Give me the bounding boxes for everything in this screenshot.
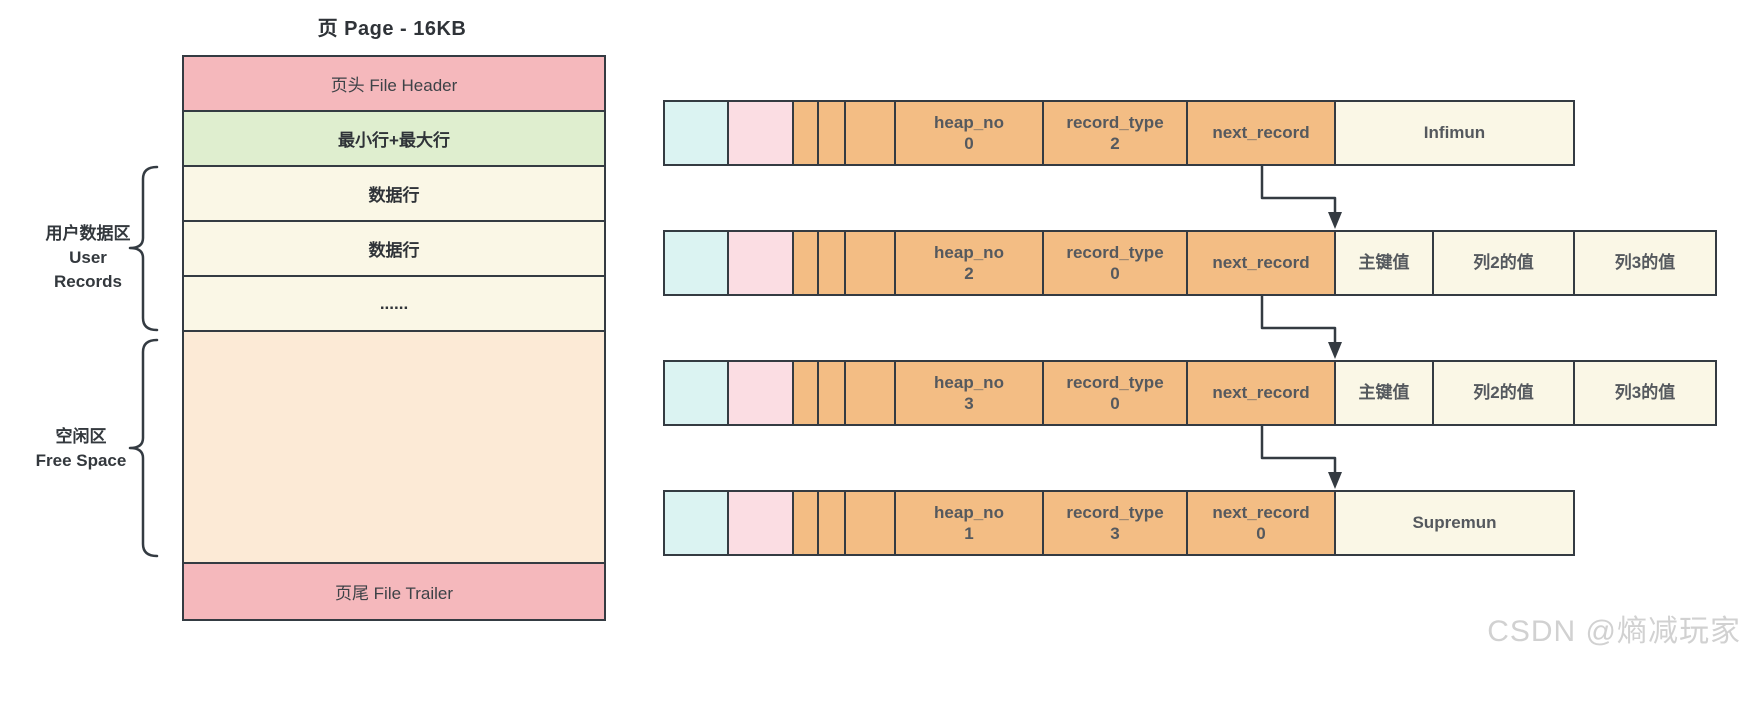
heap-no-label: heap_no: [934, 372, 1004, 392]
record-row-infimum: heap_no 0 record_type 2 next_record Infi…: [663, 100, 1575, 166]
free-space-label-cn: 空闲区: [55, 427, 107, 446]
record-cell-pink: [727, 100, 794, 166]
record-row-supremum: heap_no 1 record_type 3 next_record 0 Su…: [663, 490, 1575, 556]
heap-no-value: 2: [964, 264, 974, 283]
record-content-value: Infimun: [1423, 123, 1486, 143]
csdn-watermark: CSDN @熵减玩家: [1487, 615, 1741, 648]
column2-value: 列2的值: [1473, 383, 1534, 403]
next-record-label: next_record: [1212, 383, 1310, 403]
record-cell-heap-no: heap_no 1: [894, 490, 1044, 556]
record-cell-cyan: [663, 230, 729, 296]
column3-value: 列3的值: [1614, 253, 1676, 273]
record-cell-heap-no: heap_no 0: [894, 100, 1044, 166]
user-records-label: 用户数据区 User Records: [33, 222, 143, 293]
record-cell-small-3: [844, 100, 896, 166]
page-section-data-row-2: 数据行: [184, 222, 604, 277]
record-cell-cyan: [663, 360, 729, 426]
record-cell-small-1: [792, 490, 819, 556]
record-cell-pink: [727, 230, 794, 296]
user-records-label-en: User Records: [53, 247, 123, 291]
record-column2-cell: 列2的值: [1432, 230, 1575, 296]
user-records-label-cn: 用户数据区: [45, 224, 131, 243]
column3-value: 列3的值: [1614, 383, 1676, 403]
page-title: 页 Page - 16KB: [317, 18, 467, 40]
record-type-label: record_type: [1066, 242, 1164, 262]
record-cell-pink: [727, 360, 794, 426]
record-cell-small-1: [792, 100, 819, 166]
record-type-label: record_type: [1066, 112, 1164, 132]
primary-key-value: 主键值: [1358, 383, 1410, 403]
record-row-data-3: heap_no 3 record_type 0 next_record 主键值 …: [663, 360, 1717, 426]
record-row-data-2: heap_no 2 record_type 0 next_record 主键值 …: [663, 230, 1717, 296]
record-cell-heap-no: heap_no 3: [894, 360, 1044, 426]
record-type-value: 3: [1110, 524, 1120, 543]
record-cell-small-3: [844, 230, 896, 296]
heap-no-label: heap_no: [934, 502, 1004, 522]
page-structure-box: 页头 File Header 最小行+最大行 数据行 数据行 ...... 页尾…: [182, 55, 606, 621]
heap-no-value: 1: [964, 524, 974, 543]
record-cell-pink: [727, 490, 794, 556]
heap-no-label: heap_no: [934, 242, 1004, 262]
column2-value: 列2的值: [1473, 253, 1534, 273]
next-record-arrow-1: [1260, 164, 1337, 215]
next-record-value: 0: [1256, 524, 1266, 543]
heap-no-value: 0: [964, 134, 974, 153]
page-section-data-row-1: 数据行: [184, 167, 604, 222]
record-cell-next-record: next_record: [1186, 100, 1336, 166]
next-record-label: next_record: [1212, 502, 1310, 522]
next-record-label: next_record: [1212, 123, 1310, 143]
arrowhead-icon: [1328, 342, 1342, 359]
record-primary-key-cell: 主键值: [1334, 230, 1434, 296]
record-cell-cyan: [663, 100, 729, 166]
record-type-value: 0: [1110, 264, 1120, 283]
arrowhead-icon: [1328, 472, 1342, 489]
record-cell-small-1: [792, 230, 819, 296]
record-column3-cell: 列3的值: [1573, 230, 1717, 296]
heap-no-label: heap_no: [934, 112, 1004, 132]
record-type-value: 2: [1110, 134, 1120, 153]
record-type-value: 0: [1110, 394, 1120, 413]
record-cell-small-2: [817, 100, 846, 166]
next-record-arrow-2: [1260, 294, 1337, 345]
page-section-min-max-rows: 最小行+最大行: [184, 112, 604, 167]
record-cell-small-1: [792, 360, 819, 426]
next-record-label: next_record: [1212, 253, 1310, 273]
arrowhead-icon: [1328, 212, 1342, 229]
record-cell-record-type: record_type 2: [1042, 100, 1188, 166]
record-cell-cyan: [663, 490, 729, 556]
page-section-file-header: 页头 File Header: [184, 57, 604, 112]
record-cell-next-record: next_record: [1186, 230, 1336, 296]
record-type-label: record_type: [1066, 372, 1164, 392]
page-section-file-trailer: 页尾 File Trailer: [184, 564, 604, 619]
next-record-arrow-3: [1260, 424, 1337, 475]
free-space-label: 空闲区 Free Space: [26, 425, 136, 473]
record-content-value: Supremun: [1412, 513, 1497, 533]
free-space-label-en: Free Space: [35, 450, 127, 470]
page-section-ellipsis: ......: [184, 277, 604, 332]
record-content-cell: Supremun: [1334, 490, 1575, 556]
record-content-cell: Infimun: [1334, 100, 1575, 166]
heap-no-value: 3: [964, 394, 974, 413]
page-section-free-space: [184, 332, 604, 564]
record-cell-small-3: [844, 490, 896, 556]
record-cell-record-type: record_type 0: [1042, 230, 1188, 296]
record-type-label: record_type: [1066, 502, 1164, 522]
record-column3-cell: 列3的值: [1573, 360, 1717, 426]
record-cell-heap-no: heap_no 2: [894, 230, 1044, 296]
record-cell-small-2: [817, 230, 846, 296]
record-cell-record-type: record_type 0: [1042, 360, 1188, 426]
record-cell-next-record: next_record: [1186, 360, 1336, 426]
primary-key-value: 主键值: [1358, 253, 1410, 273]
record-primary-key-cell: 主键值: [1334, 360, 1434, 426]
record-column2-cell: 列2的值: [1432, 360, 1575, 426]
record-cell-record-type: record_type 3: [1042, 490, 1188, 556]
record-cell-small-2: [817, 490, 846, 556]
record-cell-small-2: [817, 360, 846, 426]
record-cell-small-3: [844, 360, 896, 426]
record-cell-next-record: next_record 0: [1186, 490, 1336, 556]
